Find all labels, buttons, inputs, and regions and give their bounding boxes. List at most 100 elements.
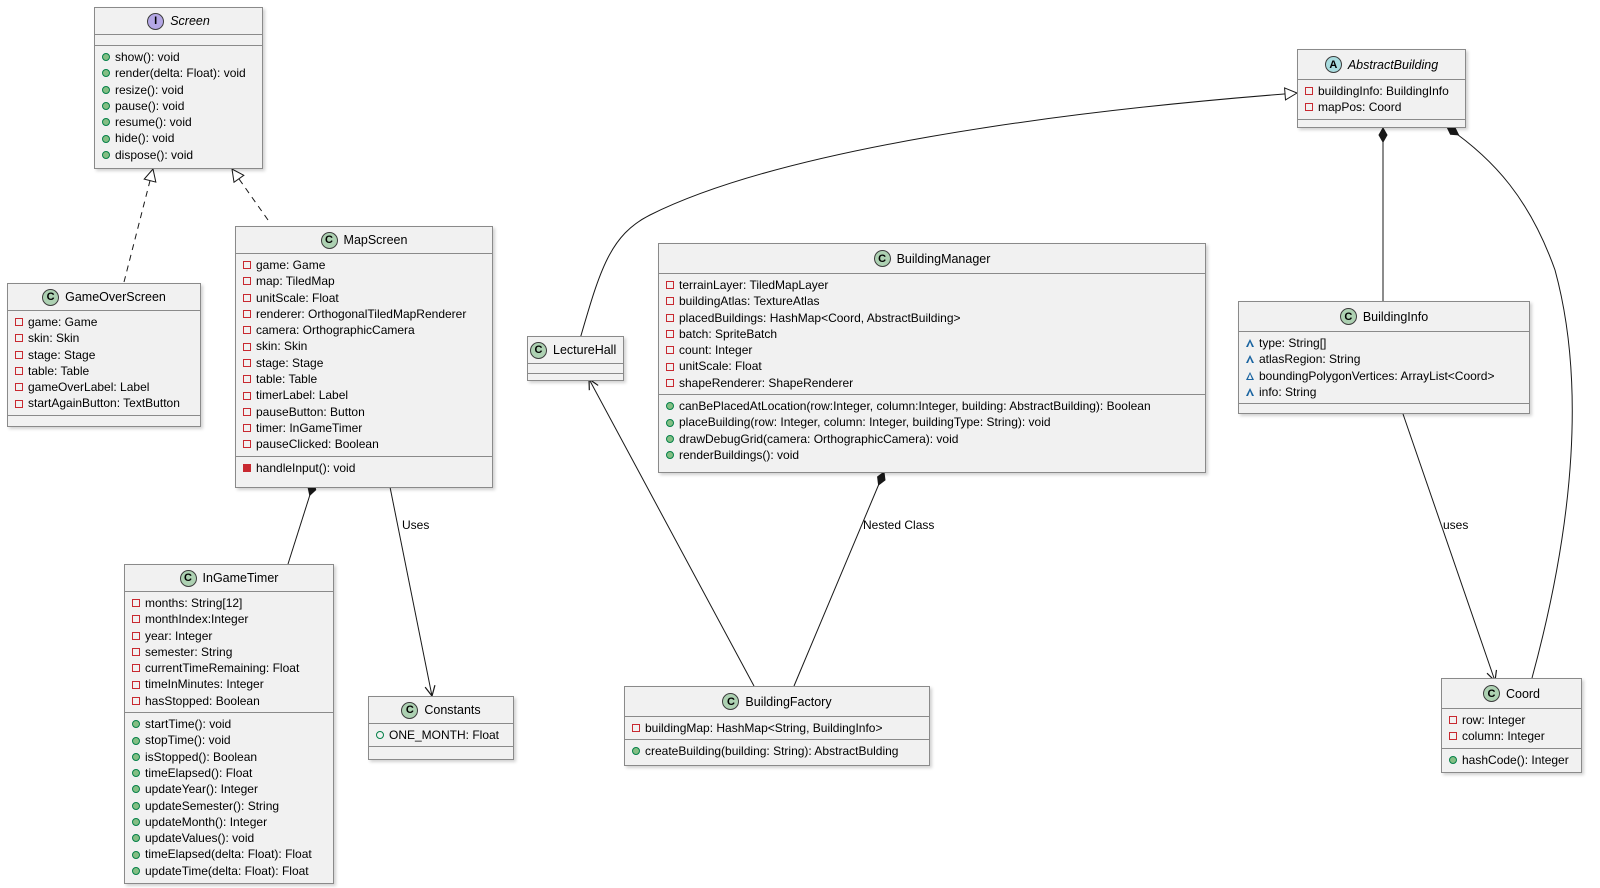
public-icon [132, 801, 140, 810]
class-screen[interactable]: I Screen show(): void render(delta: Floa… [94, 7, 263, 169]
edge-gameover-realizes-screen [123, 169, 153, 283]
method-row: updateYear(): Integer [125, 781, 333, 797]
class-buildingfactory[interactable]: C BuildingFactory buildingMap: HashMap<S… [624, 686, 930, 766]
fields-section: type: String[] atlasRegion: String bound… [1239, 332, 1529, 405]
methods-section: canBePlacedAtLocation(row:Integer, colum… [659, 395, 1205, 466]
private-icon [132, 664, 140, 673]
private-icon [666, 346, 674, 355]
private-icon [132, 599, 140, 608]
private-icon [243, 440, 251, 449]
private-icon [243, 358, 251, 367]
class-abstractbuilding[interactable]: A AbstractBuilding buildingInfo: Buildin… [1297, 49, 1466, 128]
private-icon [15, 334, 23, 343]
method-row: dispose(): void [95, 147, 262, 163]
method-row: updateSemester(): String [125, 798, 333, 814]
method-row: updateMonth(): Integer [125, 814, 333, 830]
field-row: game: Game [236, 257, 492, 273]
private-icon [15, 399, 23, 408]
class-mapscreen[interactable]: C MapScreen game: Game map: TiledMap uni… [235, 226, 493, 488]
field-row: count: Integer [659, 342, 1205, 358]
private-icon [1449, 716, 1457, 725]
class-gameoverscreen[interactable]: C GameOverScreen game: Game skin: Skin s… [7, 283, 201, 427]
class-badge-icon: C [530, 341, 547, 359]
class-badge-icon: C [320, 231, 338, 249]
field-row: type: String[] [1239, 335, 1529, 351]
method-row: startTime(): void [125, 716, 333, 732]
fields-section: ONE_MONTH: Float [369, 724, 513, 748]
class-header: C BuildingManager [659, 244, 1205, 274]
methods-section: hashCode(): Integer [1442, 749, 1581, 771]
class-badge-icon: C [401, 701, 419, 719]
methods-section: createBuilding(building: String): Abstra… [625, 740, 929, 762]
private-icon [132, 631, 140, 640]
field-row: year: Integer [125, 628, 333, 644]
field-row: column: Integer [1442, 728, 1581, 744]
field-row: info: String [1239, 384, 1529, 400]
edge-label-nested-class: Nested Class [863, 518, 935, 532]
method-row: hide(): void [95, 130, 262, 146]
method-row: isStopped(): Boolean [125, 749, 333, 765]
public-icon [132, 720, 140, 729]
public-icon [132, 752, 140, 761]
field-row: ONE_MONTH: Float [369, 727, 513, 743]
public-icon [132, 785, 140, 794]
class-header: A AbstractBuilding [1298, 50, 1465, 80]
class-name: LectureHall [553, 343, 617, 357]
method-row: resume(): void [95, 114, 262, 130]
class-name: Constants [424, 703, 481, 717]
field-row: buildingMap: HashMap<String, BuildingInf… [625, 720, 929, 736]
private-icon [243, 293, 251, 302]
edge-info-uses-coord [1402, 413, 1495, 681]
public-icon [666, 434, 674, 443]
field-row: table: Table [8, 363, 200, 379]
class-header: C LectureHall [528, 337, 623, 364]
private-icon [132, 696, 140, 705]
field-row: buildingInfo: BuildingInfo [1298, 83, 1465, 99]
fields-section: buildingInfo: BuildingInfo mapPos: Coord [1298, 80, 1465, 120]
abstract-badge-icon: A [1324, 56, 1342, 73]
field-row: startAgainButton: TextButton [8, 395, 200, 411]
method-row: timeElapsed(): Float [125, 765, 333, 781]
field-row: batch: SpriteBatch [659, 326, 1205, 342]
field-row: pauseClicked: Boolean [236, 436, 492, 452]
public-icon [132, 769, 140, 778]
field-row: skin: Skin [8, 330, 200, 346]
method-row: stopTime(): void [125, 732, 333, 748]
public-icon [132, 850, 140, 859]
field-row: buildingAtlas: TextureAtlas [659, 293, 1205, 309]
public-icon [102, 134, 110, 143]
method-row: resize(): void [95, 82, 262, 98]
public-icon [102, 150, 110, 159]
class-name: Screen [170, 14, 210, 28]
public-icon [1449, 755, 1457, 764]
public-icon [132, 866, 140, 875]
class-buildingmanager[interactable]: C BuildingManager terrainLayer: TiledMap… [658, 243, 1206, 473]
class-constants[interactable]: C Constants ONE_MONTH: Float [368, 696, 514, 760]
edge-lecturehall-extends-abstractbuilding [579, 93, 1297, 340]
class-coord[interactable]: C Coord row: Integer column: Integer has… [1441, 678, 1582, 773]
class-buildinginfo[interactable]: C BuildingInfo type: String[] atlasRegio… [1238, 301, 1530, 414]
private-icon [666, 362, 674, 371]
edge-factory-to-lecturehall [589, 379, 755, 687]
method-row: drawDebugGrid(camera: OrthographicCamera… [659, 431, 1205, 447]
field-row: unitScale: Float [236, 290, 492, 306]
class-ingametimer[interactable]: C InGameTimer months: String[12] monthIn… [124, 564, 334, 884]
methods-section [1239, 404, 1529, 414]
private-icon [132, 615, 140, 624]
public-icon [102, 53, 110, 62]
private-icon [666, 281, 674, 290]
private-icon [243, 407, 251, 416]
method-row: updateTime(delta: Float): Float [125, 863, 333, 879]
class-name: GameOverScreen [65, 290, 166, 304]
fields-section: game: Game map: TiledMap unitScale: Floa… [236, 254, 492, 457]
fields-section [95, 35, 262, 46]
field-row: row: Integer [1442, 712, 1581, 728]
field-row: pauseButton: Button [236, 404, 492, 420]
class-header: C MapScreen [236, 227, 492, 254]
field-row: gameOverLabel: Label [8, 379, 200, 395]
field-row: unitScale: Float [659, 358, 1205, 374]
class-lecturehall[interactable]: C LectureHall [527, 336, 624, 381]
public-icon [102, 69, 110, 78]
field-row: boundingPolygonVertices: ArrayList<Coord… [1239, 368, 1529, 384]
